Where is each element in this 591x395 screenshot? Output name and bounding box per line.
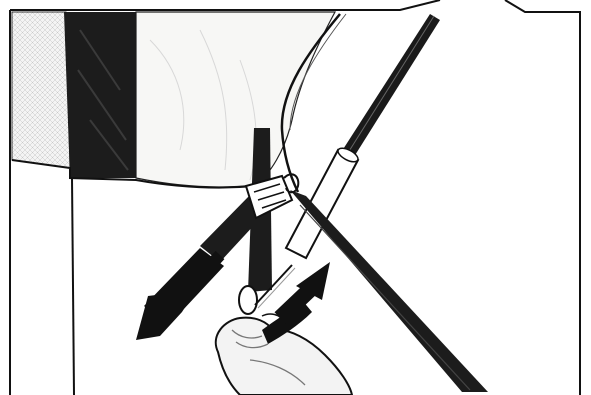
- webbing-strap-vertical: [64, 12, 136, 178]
- mesh-panel: [12, 12, 70, 168]
